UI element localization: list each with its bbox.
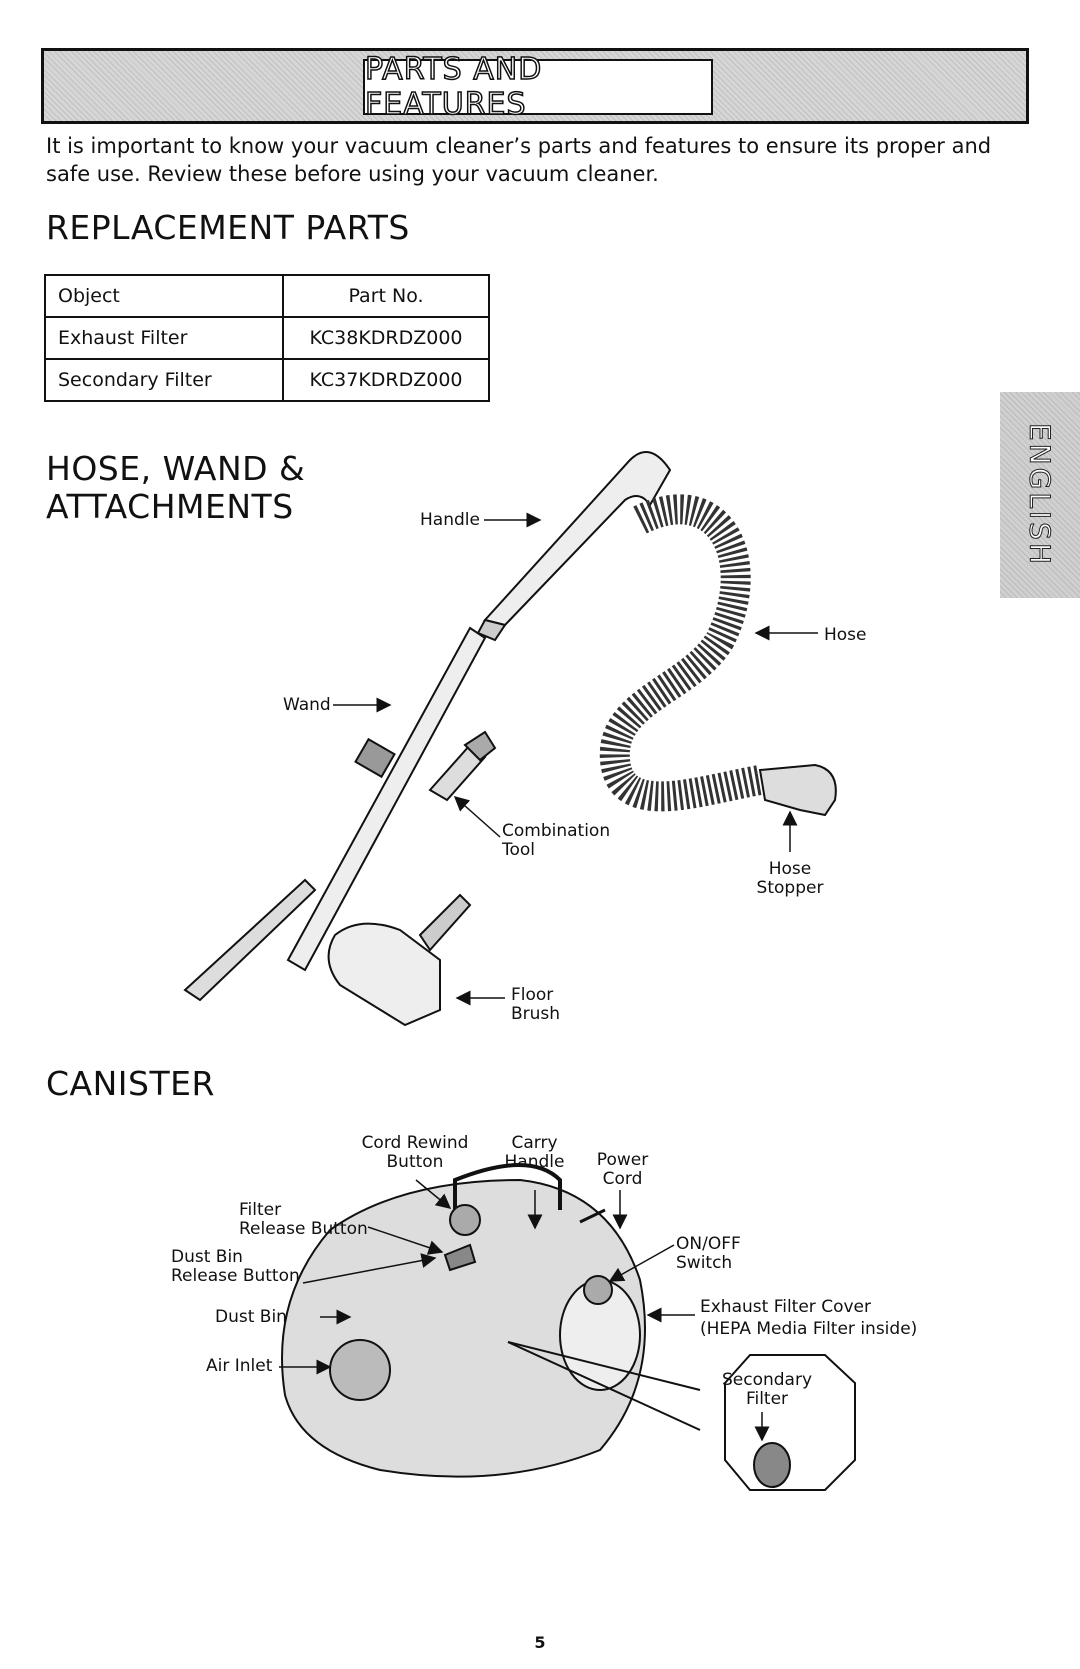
- label-exhaust-cover-line1: Exhaust Filter Cover: [700, 1297, 871, 1317]
- label-arrows: [279, 512, 818, 1442]
- label-air-inlet: Air Inlet: [206, 1356, 273, 1376]
- label-on-off-line2: Switch: [676, 1253, 733, 1273]
- label-combination-tool-line2: Tool: [502, 840, 536, 860]
- label-floor-brush-line2: Brush: [511, 1004, 561, 1024]
- combination-tool-drawing: [428, 730, 497, 802]
- label-hose-stopper-line1: Hose: [768, 859, 812, 879]
- column-header-part-no: Part No.: [282, 274, 490, 318]
- cell-part-no: KC38KDRDZ000: [282, 316, 490, 360]
- hose-drawing: [599, 494, 763, 812]
- floor-brush-drawing: [327, 893, 472, 1027]
- cell-part-no: KC37KDRDZ000: [282, 358, 490, 402]
- cell-object: Secondary Filter: [44, 358, 284, 402]
- canister-heading: CANISTER: [46, 1064, 215, 1103]
- canister-drawing: [281, 1163, 646, 1478]
- hose-stopper-drawing: [758, 763, 837, 817]
- replacement-parts-table: Object Part No. Exhaust Filter KC38KDRDZ…: [44, 274, 490, 402]
- hose-section-heading-line1: HOSE, WAND &: [46, 449, 306, 488]
- label-secondary-filter-line2: Filter: [745, 1389, 789, 1409]
- label-cord-rewind-line2: Button: [386, 1152, 444, 1172]
- label-dust-bin-release-line2: Release Button: [171, 1266, 300, 1286]
- label-hose-stopper-line2: Stopper: [756, 878, 824, 898]
- label-handle: Handle: [420, 510, 480, 530]
- label-secondary-filter-line1: Secondary: [721, 1370, 813, 1390]
- column-header-object: Object: [44, 274, 284, 318]
- label-power-cord-line1: Power: [596, 1150, 649, 1170]
- label-hose: Hose: [824, 625, 867, 645]
- hose-section-heading-line2: ATTACHMENTS: [46, 487, 294, 526]
- secondary-filter-callout: [507, 1341, 856, 1491]
- label-power-cord-line2: Cord: [602, 1169, 643, 1189]
- table-row: Secondary Filter KC37KDRDZ000: [44, 358, 490, 402]
- label-exhaust-cover-line2: (HEPA Media Filter inside): [700, 1319, 918, 1339]
- label-dust-bin-release-line1: Dust Bin: [171, 1247, 243, 1267]
- label-filter-release-line1: Filter: [239, 1200, 282, 1220]
- intro-text: It is important to know your vacuum clea…: [46, 134, 992, 186]
- label-dust-bin: Dust Bin: [215, 1307, 287, 1327]
- label-on-off-line1: ON/OFF: [676, 1234, 741, 1254]
- wand-drawing: [183, 626, 487, 1002]
- label-combination-tool-line1: Combination: [502, 821, 611, 841]
- header-banner: PARTS AND FEATURES: [41, 48, 1029, 124]
- label-floor-brush-line1: Floor: [511, 985, 554, 1005]
- table-header-row: Object Part No.: [44, 274, 490, 318]
- label-cord-rewind-line1: Cord Rewind: [361, 1133, 469, 1153]
- cell-object: Exhaust Filter: [44, 316, 284, 360]
- label-wand: Wand: [283, 695, 331, 715]
- table-row: Exhaust Filter KC38KDRDZ000: [44, 316, 490, 360]
- page-number: 5: [534, 1633, 546, 1652]
- label-carry-handle-line2: Handle: [504, 1152, 565, 1172]
- handle-drawing: [476, 451, 672, 642]
- replacement-parts-heading: REPLACEMENT PARTS: [46, 208, 410, 247]
- language-side-tab: ENGLISH: [1000, 392, 1080, 598]
- label-filter-release-line2: Release Button: [239, 1219, 368, 1239]
- label-carry-handle-line1: Carry: [511, 1133, 558, 1153]
